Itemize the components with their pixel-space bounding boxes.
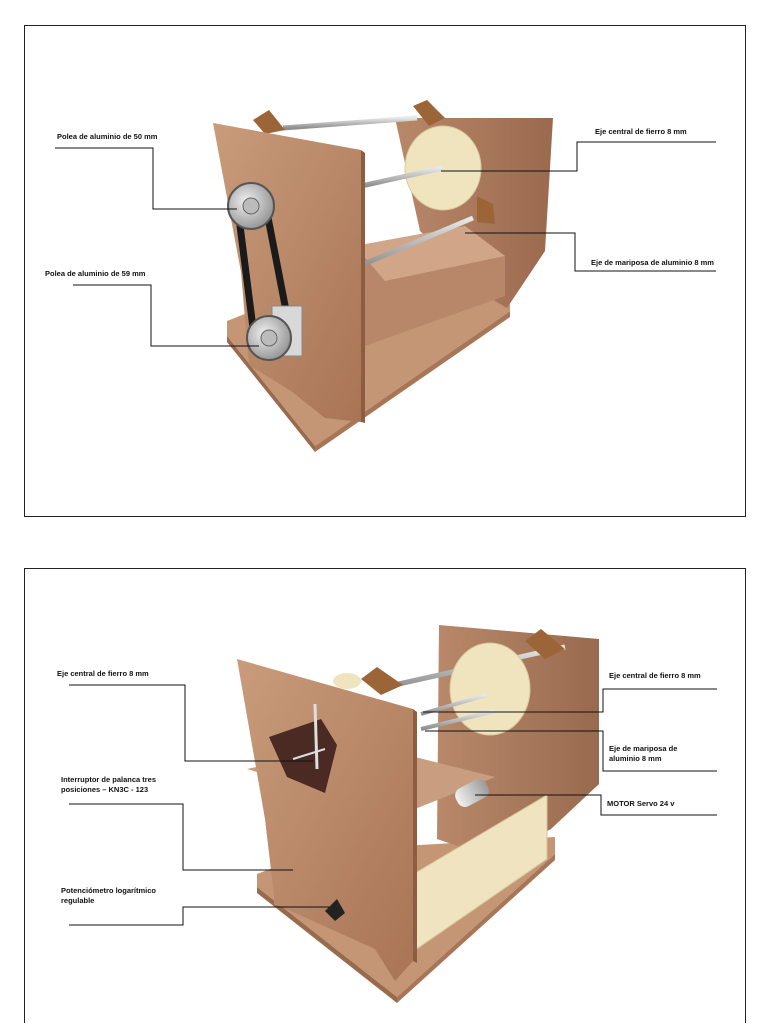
bracket-right-bottom — [477, 196, 495, 224]
leader-polea-50 — [55, 147, 237, 210]
bracket-right — [525, 629, 565, 659]
bracket-right-top — [413, 100, 445, 126]
label-interruptor: Interruptor de palanca tres posiciones –… — [61, 775, 157, 794]
diagram-panel-top: Polea de aluminio de 50 mm Polea de alum… — [24, 25, 746, 517]
leader-eje-central-left — [69, 684, 313, 762]
leader-motor — [475, 794, 717, 816]
butterfly-shaft — [358, 215, 474, 269]
label-eje-mariposa: Eje de mariposa de aluminio 8 mm — [609, 744, 678, 763]
label-polea-59: Polea de aluminio de 59 mm — [45, 269, 146, 278]
central-shaft — [360, 165, 444, 189]
label-eje-central-left: Eje central de fierro 8 mm — [57, 669, 149, 678]
leader-eje-central-right — [423, 688, 717, 713]
leader-eje-mariposa — [465, 232, 716, 272]
leader-polea-59 — [73, 284, 259, 347]
label-polea-50: Polea de aluminio de 50 mm — [57, 132, 158, 141]
leader-potenciometro — [69, 906, 329, 926]
leader-eje-central — [441, 141, 716, 172]
butterfly-shaft — [420, 709, 496, 731]
machine-illustration-top — [55, 100, 716, 452]
central-shaft — [420, 693, 488, 716]
servo-motor — [455, 779, 489, 807]
disc-rear — [333, 673, 361, 689]
leader-interruptor — [69, 803, 293, 871]
label-potenciometro: Potenciómetro logarítmico regulable — [61, 886, 157, 905]
diagram-panel-bottom: Eje central de fierro 8 mm Interruptor d… — [24, 568, 746, 1023]
label-eje-central-right: Eje central de fierro 8 mm — [609, 671, 701, 680]
label-motor: MOTOR Servo 24 v — [607, 799, 675, 808]
bracket-left — [361, 667, 403, 695]
label-eje-mariposa: Eje de mariposa de aluminio 8 mm — [591, 258, 714, 267]
bracket-left-top — [253, 110, 285, 134]
leader-eje-mariposa — [425, 730, 717, 772]
rod-top — [282, 115, 418, 131]
disc — [449, 642, 531, 736]
left-panel — [213, 123, 361, 422]
label-eje-central: Eje central de fierro 8 mm — [595, 127, 687, 136]
potentiometer-knob — [325, 899, 345, 921]
machine-illustration-bottom — [69, 625, 717, 1003]
